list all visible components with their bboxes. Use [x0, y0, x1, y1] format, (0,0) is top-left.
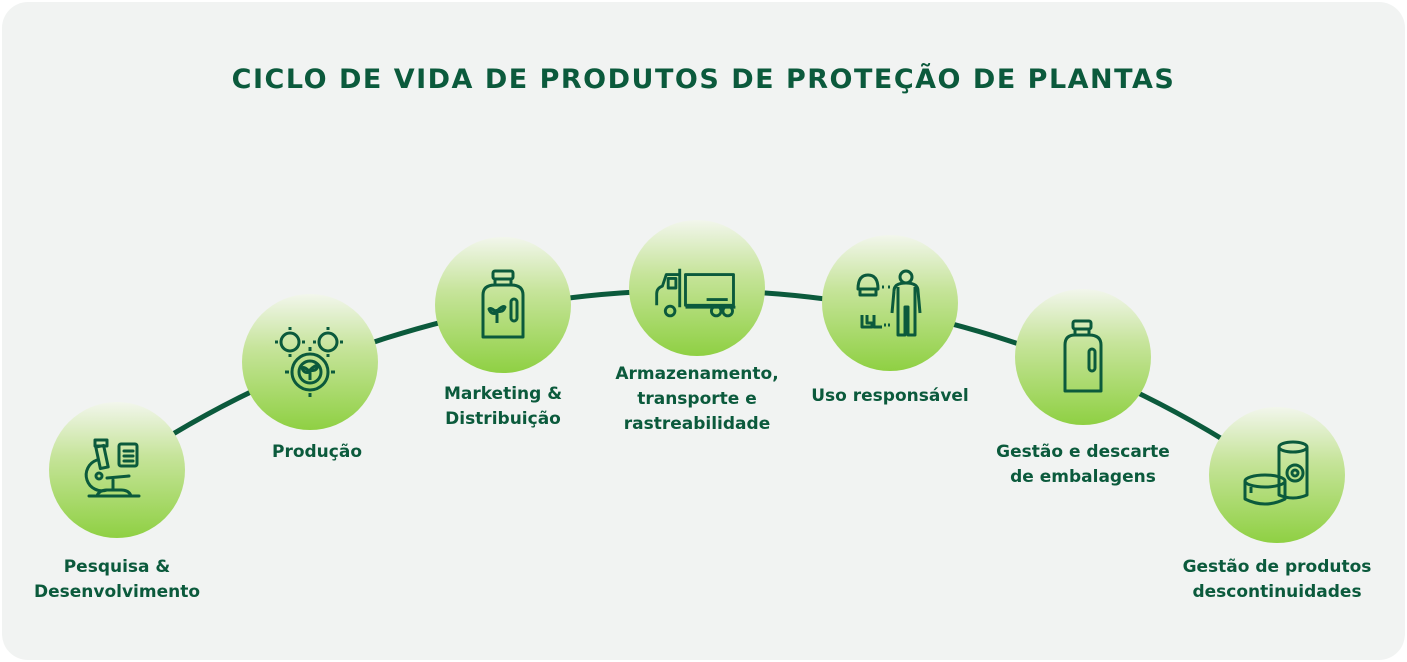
- label-line: Desenvolvimento: [33, 582, 201, 602]
- step-node-production: [242, 294, 378, 430]
- step-label-responsible-use: Uso responsável: [780, 384, 1000, 409]
- label-line: Produção: [271, 442, 363, 462]
- label-line: rastreabilidade: [623, 414, 771, 434]
- step-label-discontinued: Gestão de produtos descontinuidades: [1167, 555, 1387, 605]
- label-line: Gestão de produtos: [1182, 557, 1372, 577]
- diagram-title: CICLO DE VIDA DE PRODUTOS DE PROTEÇÃO DE…: [231, 64, 1176, 95]
- step-node-discontinued: [1209, 407, 1345, 543]
- label-line: Pesquisa &: [63, 557, 171, 577]
- step-label-production: Produção: [207, 440, 427, 465]
- label-line: Gestão e descarte: [996, 442, 1170, 462]
- step-node-transport: [629, 220, 765, 356]
- microscope-icon: [84, 438, 141, 498]
- step-node-packaging: [1015, 289, 1151, 425]
- step-node-responsible-use: [822, 235, 958, 371]
- truck-icon: [655, 268, 736, 318]
- step-node-marketing: [435, 237, 571, 373]
- label-line: de embalagens: [1010, 467, 1156, 487]
- container-icon: [1063, 319, 1103, 393]
- product-jug-icon: [481, 269, 525, 339]
- label-line: Distribuição: [445, 409, 561, 429]
- cans-icon: [1243, 440, 1309, 506]
- label-line: Marketing &: [443, 384, 563, 404]
- gears-plant-icon: [275, 327, 343, 397]
- step-label-research: Pesquisa & Desenvolvimento: [7, 555, 227, 605]
- step-label-marketing: Marketing & Distribuição: [393, 382, 613, 432]
- label-line: Armazenamento,: [615, 364, 779, 384]
- step-label-transport: Armazenamento, transporte e rastreabilid…: [587, 362, 807, 437]
- label-line: Uso responsável: [811, 386, 969, 406]
- label-line: transporte e: [637, 389, 757, 409]
- step-node-research: [49, 402, 185, 538]
- protective-suit-icon: [856, 269, 922, 337]
- label-line: descontinuidades: [1192, 582, 1362, 602]
- step-label-packaging: Gestão e descarte de embalagens: [973, 440, 1193, 490]
